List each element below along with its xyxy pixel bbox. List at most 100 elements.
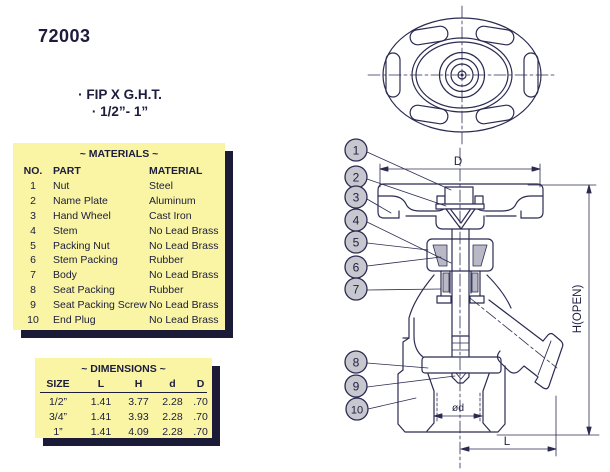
dim-label-bore-diameter: ød xyxy=(452,402,464,414)
dimensions-header-l: L xyxy=(97,378,105,390)
valve-body xyxy=(397,274,512,433)
table-cell: No Lead Brass xyxy=(149,269,219,282)
dimensions-header-d-big: D xyxy=(196,378,205,390)
dimension-annotations xyxy=(379,147,600,469)
callout-balloons xyxy=(344,138,369,421)
stem-packing-right xyxy=(472,244,488,267)
materials-header-no: NO. xyxy=(23,165,43,177)
table-cell: Body xyxy=(53,269,77,282)
table-cell: Name Plate xyxy=(53,194,108,207)
table-cell: Stem Packing xyxy=(53,254,118,267)
callout-10 xyxy=(345,397,369,421)
part-number: 72003 xyxy=(38,26,91,46)
table-cell: Seat Packing Screw xyxy=(53,299,147,312)
table-cell: 3.77 xyxy=(128,395,149,408)
stem-nut xyxy=(444,186,474,207)
handwheel-section xyxy=(377,183,544,230)
table-cell: 1.41 xyxy=(90,425,112,438)
dimensions-table-rows: 1/2” 1.41 3.77 2.28 .70 3/4” 1.41 3.93 2… xyxy=(35,395,212,441)
table-cell: 1” xyxy=(53,425,63,438)
dimensions-header-size: SIZE xyxy=(46,378,70,390)
callout-7-number: 7 xyxy=(353,282,360,296)
dimension-H xyxy=(496,184,600,436)
dimension-bore xyxy=(433,402,483,419)
callout-8-number: 8 xyxy=(353,355,360,369)
table-cell: Seat Packing xyxy=(53,284,115,297)
table-cell: Nut xyxy=(53,179,70,192)
dimensions-table-title: ~ DIMENSIONS ~ xyxy=(81,363,166,375)
table-cell: 10 xyxy=(27,314,39,327)
callout-6-number: 6 xyxy=(353,260,360,274)
table-cell: Rubber xyxy=(149,254,184,267)
callout-10-number: 10 xyxy=(351,404,363,416)
dim-label-H-open: H(OPEN) xyxy=(572,285,584,334)
table-cell: 5 xyxy=(30,239,36,252)
table-cell: 3/4” xyxy=(48,410,68,423)
table-cell: 2 xyxy=(30,194,36,207)
dim-label-L: L xyxy=(504,436,511,448)
table-cell: 2.28 xyxy=(162,410,183,423)
handwheel-spoke-slots xyxy=(385,25,539,125)
materials-header-material: MATERIAL xyxy=(149,165,203,177)
subtitle-size-range: · 1/2”- 1” xyxy=(91,104,149,119)
table-cell: No Lead Brass xyxy=(149,299,219,312)
materials-table: ~ MATERIALS ~ NO. PART MATERIAL 1 Nut St… xyxy=(13,143,225,330)
table-cell: 1.41 xyxy=(90,410,112,423)
header-divider xyxy=(40,391,207,393)
table-cell: .70 xyxy=(193,425,208,438)
top-view-centerlines xyxy=(367,5,558,145)
table-cell: No Lead Brass xyxy=(149,239,219,252)
table-cell: .70 xyxy=(193,395,208,408)
dimension-L xyxy=(460,395,557,457)
table-cell: Rubber xyxy=(149,284,184,297)
table-cell: Stem xyxy=(53,224,78,237)
table-cell: 2.28 xyxy=(162,425,183,438)
table-cell: 3 xyxy=(30,209,36,222)
dimensions-header-d-small: d xyxy=(169,378,176,390)
table-cell: Cast Iron xyxy=(149,209,192,222)
callout-leaders xyxy=(366,151,456,410)
table-cell: .70 xyxy=(193,410,208,423)
callout-4-number: 4 xyxy=(353,213,360,227)
callout-5 xyxy=(344,230,368,254)
materials-table-title: ~ MATERIALS ~ xyxy=(79,148,159,160)
table-cell: 9 xyxy=(30,299,36,312)
table-cell: 1.41 xyxy=(90,395,112,408)
seat-packing-disc xyxy=(421,356,502,374)
callout-9 xyxy=(344,374,368,398)
table-cell: 1/2” xyxy=(48,395,68,408)
callout-2-number: 2 xyxy=(353,170,360,184)
dimensions-header-h: H xyxy=(134,378,143,390)
callout-1 xyxy=(344,138,368,162)
subtitle-connection-type: · FIP X G.H.T. xyxy=(78,87,162,102)
materials-header-part: PART xyxy=(53,165,81,177)
table-cell: No Lead Brass xyxy=(149,314,219,327)
table-cell: 4 xyxy=(30,224,36,237)
callout-1-number: 1 xyxy=(353,143,360,157)
callout-3 xyxy=(344,185,368,209)
table-cell: 8 xyxy=(30,284,36,297)
table-cell: 1 xyxy=(30,179,36,192)
section-centerlines xyxy=(459,147,558,469)
valve-section-view xyxy=(377,183,564,433)
materials-table-grid: NO. PART MATERIAL 1 Nut Steel 2 Name Pla… xyxy=(13,164,225,328)
table-cell: 4.09 xyxy=(128,425,149,438)
dimensions-table-header-row: SIZE L H d D xyxy=(35,378,212,392)
table-cell: End Plug xyxy=(53,314,96,327)
callout-8 xyxy=(344,350,368,374)
handwheel-top-view xyxy=(367,5,558,145)
table-cell: 3.93 xyxy=(128,410,149,423)
table-cell: No Lead Brass xyxy=(149,224,219,237)
callout-5-number: 5 xyxy=(353,235,360,249)
callout-7 xyxy=(344,277,368,301)
table-cell: Aluminum xyxy=(149,194,196,207)
dimensions-table: ~ DIMENSIONS ~ SIZE L H d D 1/2” 1.41 3.… xyxy=(35,358,212,438)
callout-3-number: 3 xyxy=(353,190,360,204)
subtitle-block: · FIP X G.H.T. · 1/2”- 1” xyxy=(36,86,204,120)
dim-label-D: D xyxy=(454,156,462,168)
hose-outlet xyxy=(488,299,564,390)
table-cell: 2.28 xyxy=(162,395,183,408)
callout-9-number: 9 xyxy=(353,379,360,393)
